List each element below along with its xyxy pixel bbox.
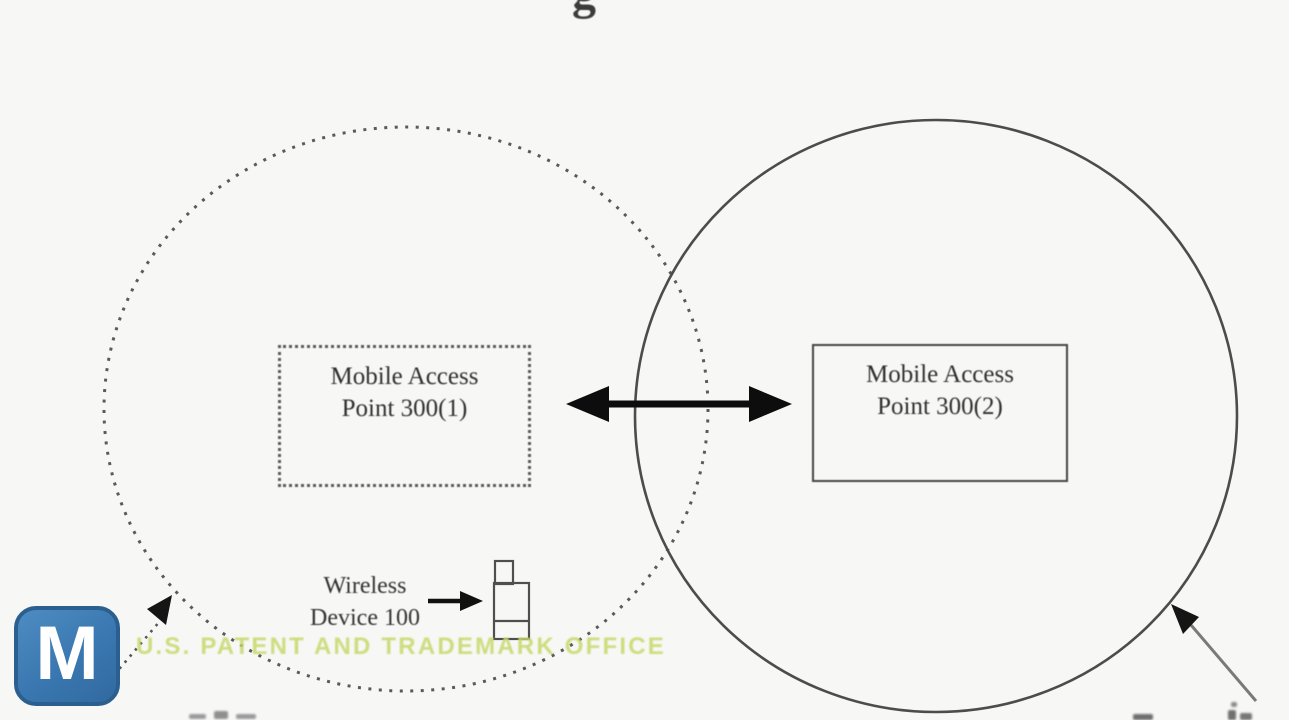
wireless-device-icon [492,559,531,641]
clipped-text-fragment [1231,702,1237,707]
m-logo-letter: M [35,611,99,696]
m-logo-badge: M [14,606,120,706]
mobile-access-point-1-label-line2: Point 300(1) [341,395,468,422]
backhaul-double-arrow [566,386,792,422]
clipped-text-fragment [236,714,256,719]
wireless-device-label-line2: Device 100 [310,605,420,631]
clipped-text-fragment [1133,714,1153,720]
zone2-leader-arrow [1171,604,1258,702]
wireless-device-pointer-arrow [428,591,483,611]
mobile-access-point-2-box: Mobile Access Point 300(2) [812,344,1068,482]
mobile-access-point-1-box: Mobile Access Point 300(1) [278,345,531,487]
clipped-text-fragment [189,714,206,719]
clipped-text-fragment [1228,710,1236,720]
clipped-text-fragment [1240,713,1252,720]
mobile-access-point-1-label-line1: Mobile Access [330,363,479,390]
uspto-watermark: U.S. PATENT AND TRADEMARK OFFICE [136,633,666,660]
clipped-text-fragment [214,711,228,719]
wireless-device-label: Wireless Device 100 [294,570,436,634]
figure-title-fragment: g [572,0,596,21]
mobile-access-point-2-label-line2: Point 300(2) [877,393,1003,420]
mobile-access-point-2-label-line1: Mobile Access [866,361,1014,388]
wireless-device-label-line1: Wireless [323,573,407,599]
